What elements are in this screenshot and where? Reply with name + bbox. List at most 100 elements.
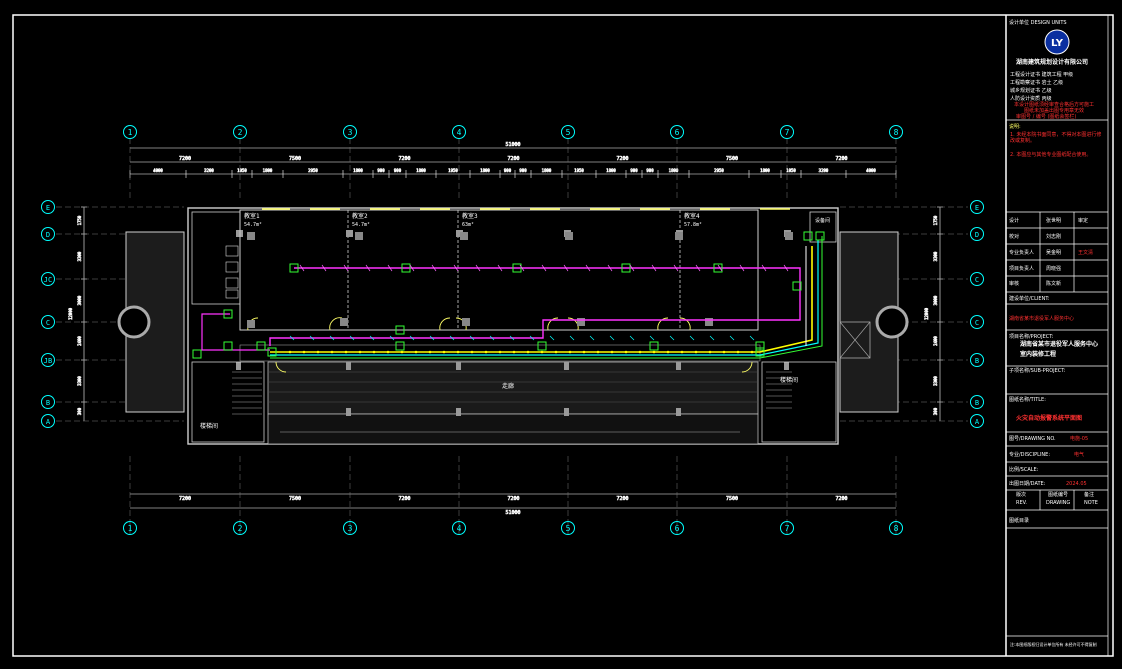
sign-name-3: 吴金明	[1046, 250, 1062, 256]
loop-marker	[453, 264, 459, 272]
bus-marker	[386, 350, 390, 354]
client-label: 建设单位/CLIENT:	[1009, 296, 1050, 302]
bus-yellow	[270, 246, 813, 353]
sign-name-6: 王文清	[1078, 250, 1094, 256]
bus-green	[270, 236, 823, 359]
grid-bubble	[41, 200, 55, 214]
equipment-label: 设备间	[815, 217, 830, 224]
sub-dim: 900	[394, 168, 402, 173]
bus-marker	[358, 350, 362, 354]
right-round-window	[875, 305, 909, 339]
span-dim-bottom: 7200	[616, 496, 628, 502]
grid-col-label: 5	[566, 524, 571, 533]
row-dim: 300	[77, 407, 82, 415]
bus-marker	[722, 350, 726, 354]
rev-col-en: REV.	[1016, 500, 1027, 506]
fire-device	[256, 341, 266, 351]
grid-bubble	[452, 125, 466, 139]
lower-hall	[267, 361, 759, 415]
loop-marker	[449, 335, 455, 341]
grid-row-label: JC	[44, 276, 52, 284]
fire-device	[649, 341, 659, 351]
grid-bubble	[970, 414, 984, 428]
note-1: 1. 未经本院书面同意，不得对本图进行修改或复制。	[1010, 132, 1102, 144]
room2-area: 54.7m²	[352, 222, 370, 228]
grid-row-label: E	[975, 204, 979, 212]
company-logo-text: LY	[1051, 38, 1064, 49]
grid-bubble	[780, 521, 794, 535]
row-dim: 3300	[933, 376, 938, 386]
grid-bubble	[41, 414, 55, 428]
loop-marker	[519, 264, 525, 272]
corridor-label: 走廊	[502, 382, 514, 390]
sub-dim: 1950	[574, 168, 584, 173]
sub-dim: 1800	[263, 168, 273, 173]
equipment-room	[809, 211, 837, 243]
room4-label: 教室4	[684, 212, 700, 220]
span-dim-bottom: 7200	[398, 496, 410, 502]
date-label: 出图日期/DATE:	[1009, 481, 1046, 487]
loop-marker	[299, 264, 305, 272]
stair-right	[761, 361, 837, 443]
sub-dim: 1050	[237, 168, 247, 173]
sub-dim: 2950	[714, 168, 724, 173]
grid-bubble	[123, 521, 137, 535]
grid-bubble	[970, 395, 984, 409]
loop-marker	[509, 335, 515, 341]
floor-plan	[117, 207, 909, 445]
loop-marker	[739, 264, 745, 272]
loop-marker	[649, 335, 655, 341]
fire-device	[395, 325, 405, 335]
room-labels: 教室1 54.7m² 教室2 54.7m² 教室3 63m² 教室4 57.8m…	[200, 212, 830, 430]
discipline: 电气	[1074, 452, 1085, 458]
bus-marker	[610, 350, 614, 354]
grid-col-label: 3	[348, 128, 353, 137]
loop-marker	[541, 264, 547, 272]
loop-marker	[585, 264, 591, 272]
sign-role-3: 专业负责人	[1009, 250, 1035, 256]
red-note-2: 图纸未加盖出图专用章无效	[1024, 108, 1085, 114]
branch-magenta	[201, 313, 270, 351]
row-dim: 3000	[77, 295, 82, 305]
bus-marker	[708, 350, 712, 354]
titleblock-lines	[1006, 15, 1109, 656]
fire-device	[223, 309, 233, 319]
fire-device	[792, 281, 802, 291]
note-2: 2. 本图应与其他专业图纸配合使用。	[1010, 152, 1092, 158]
room1-area: 54.7m²	[244, 222, 262, 228]
grid-col-label: 3	[348, 524, 353, 533]
bus-cyan	[270, 240, 819, 356]
loop-marker	[343, 264, 349, 272]
bus-marker	[624, 350, 628, 354]
room1-label: 教室1	[244, 212, 260, 220]
sign-role-2: 校对	[1009, 234, 1020, 240]
bus-marker	[344, 350, 348, 354]
sign-name-2: 刘志刚	[1046, 234, 1062, 240]
grid-bubble	[343, 125, 357, 139]
grid-bubble	[41, 353, 55, 367]
grid-bubble	[970, 272, 984, 286]
project-line-1: 湖南省某市退役军人服务中心	[1020, 341, 1099, 348]
loop-marker	[431, 264, 437, 272]
loop-marker	[329, 335, 335, 341]
bus-marker	[526, 350, 530, 354]
bus-marker	[568, 350, 572, 354]
loop-marker	[607, 264, 613, 272]
loop-marker	[321, 264, 327, 272]
fire-device	[395, 341, 405, 351]
span-dim-bottom: 7500	[289, 496, 301, 502]
fire-device	[267, 347, 277, 357]
loop-marker	[489, 335, 495, 341]
sub-dim: 2950	[308, 168, 318, 173]
loop-marker	[387, 264, 393, 272]
sign-role-1: 设计	[1009, 218, 1020, 224]
ceiling-fixtures	[247, 232, 793, 328]
loop-marker	[289, 335, 295, 341]
bus-marker	[428, 350, 432, 354]
fire-device	[537, 341, 547, 351]
loop-marker	[409, 264, 415, 272]
bus-marker	[554, 350, 558, 354]
sign-name-4: 周晓强	[1046, 266, 1062, 272]
loop-marker	[673, 264, 679, 272]
red-note-1: 本设计图纸须经审查合格后方可施工	[1014, 102, 1095, 108]
